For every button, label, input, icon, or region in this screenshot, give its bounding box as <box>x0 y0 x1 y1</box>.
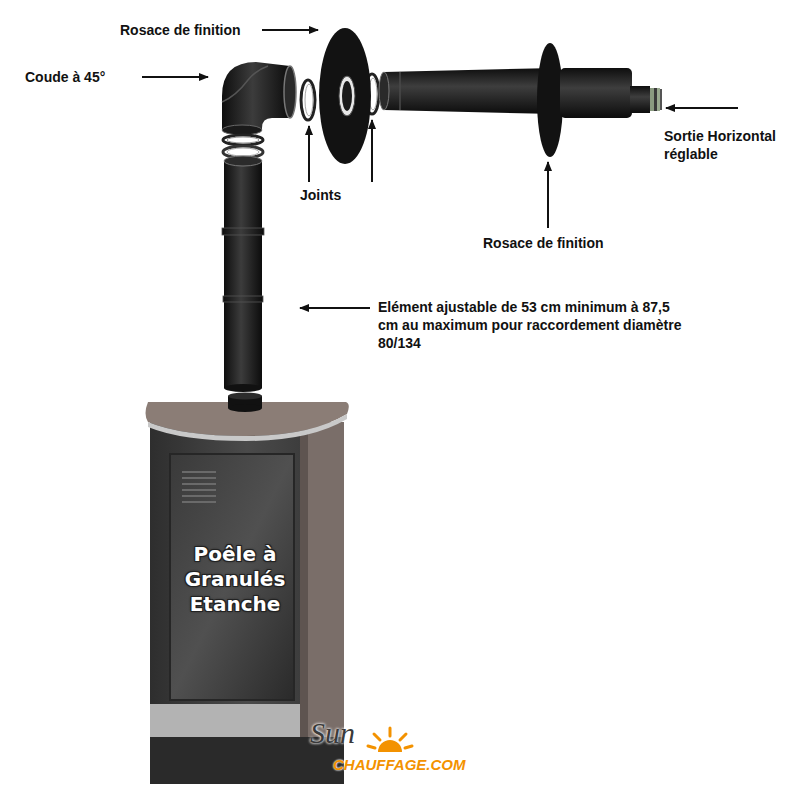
finishing-rosette <box>319 28 371 164</box>
elbow-45 <box>222 62 296 135</box>
logo-sun-icon <box>368 728 412 752</box>
leader-lines <box>142 30 738 308</box>
finishing-rosette <box>537 43 563 157</box>
part-label: Sortie Horizontal réglable <box>664 127 794 163</box>
part-label: Coude à 45° <box>25 68 105 86</box>
stove-label: Poêle à Granulés Etanche <box>162 542 308 617</box>
horizontal-terminal <box>560 68 662 118</box>
adjustable-pipe <box>222 156 264 392</box>
part-label: Joints <box>300 186 341 204</box>
horizontal-pipe <box>379 68 556 114</box>
seal-rings-vertical <box>223 135 263 158</box>
part-label: Rosace de finition <box>120 21 241 39</box>
part-label: Rosace de finition <box>483 234 604 252</box>
logo-text: CHAUFFAGE.COM <box>333 756 466 774</box>
dimension-note: Elément ajustable de 53 cm minimum à 87,… <box>378 298 688 353</box>
logo-text: Sun <box>310 716 355 749</box>
